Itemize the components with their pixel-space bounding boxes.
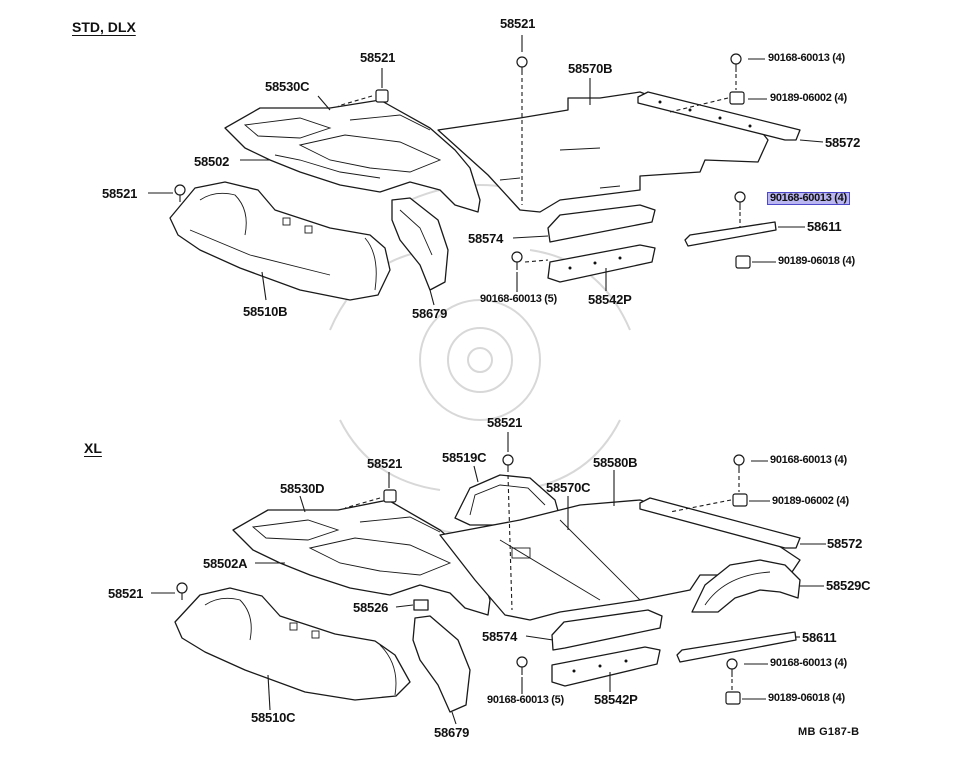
top-section-parts [148,35,824,306]
under-cover-58510B [169,181,391,301]
bracket-58611 [684,221,777,247]
part-label-58542P[interactable]: 58542P [588,292,632,307]
part-label-90168-60013[interactable]: 90168-60013 (4) [768,52,845,64]
part-label-90168-60013[interactable]: 90168-60013 (4) [770,657,847,669]
part-label-58580B[interactable]: 58580B [593,455,638,470]
part-label-58519C[interactable]: 58519C [442,450,487,465]
part-label-58510C[interactable]: 58510C [251,710,296,725]
part-label-90168-60013-highlighted[interactable]: 90168-60013 (4) [767,192,850,205]
under-cover-58510C [174,587,411,701]
leader-lines-bottom [151,432,826,725]
part-label-58542P[interactable]: 58542P [594,692,638,707]
part-label-58529C[interactable]: 58529C [826,578,871,593]
figure-code: MB G187-B [798,726,860,738]
splash-shield-58679 [391,197,449,291]
part-label-58679[interactable]: 58679 [434,725,470,740]
part-label-58572[interactable]: 58572 [827,536,863,551]
fastener-clip-icon [176,454,748,705]
section-title-std-dlx: STD, DLX [72,19,136,35]
leader-lines-top [148,35,824,306]
part-label-58521[interactable]: 58521 [500,16,536,31]
section-title-xl: XL [84,440,102,456]
bracket-58611 [676,631,797,663]
rear-floor-panel-58570B [437,91,769,213]
part-label-58611[interactable]: 58611 [802,630,837,645]
part-label-58510B[interactable]: 58510B [243,304,288,319]
part-label-58530C[interactable]: 58530C [265,79,310,94]
rear-rail-58572 [637,91,801,141]
front-floor-panel-58530D [232,499,491,616]
wheel-house-58529C [691,559,801,613]
part-label-58521[interactable]: 58521 [360,50,396,65]
part-label-90189-06002[interactable]: 90189-06002 (4) [770,92,847,104]
part-label-90189-06018[interactable]: 90189-06018 (4) [768,692,845,704]
plate-58542P [551,646,661,687]
part-label-58570C[interactable]: 58570C [546,480,591,495]
part-label-90168-60013[interactable]: 90168-60013 (4) [770,454,847,466]
part-label-58574[interactable]: 58574 [468,231,504,246]
reinforcement-58574 [551,609,663,651]
part-label-58521[interactable]: 58521 [108,586,144,601]
part-label-58572[interactable]: 58572 [825,135,861,150]
part-label-58521[interactable]: 58521 [487,415,523,430]
bracket-58526 [413,599,429,611]
part-label-90168-60013[interactable]: 90168-60013 (5) [487,694,564,706]
front-floor-panel-58530C [224,99,481,213]
fastener-clip-icon [174,53,751,270]
part-label-58570B[interactable]: 58570B [568,61,613,76]
part-label-58526[interactable]: 58526 [353,600,389,615]
splash-shield-58679 [412,615,471,713]
part-label-58521[interactable]: 58521 [102,186,138,201]
part-label-90168-60013[interactable]: 90168-60013 (5) [480,293,557,305]
reinforcement-58574 [547,204,656,243]
part-label-58679[interactable]: 58679 [412,306,448,321]
part-label-58521[interactable]: 58521 [367,456,403,471]
plate-58542P [547,244,656,283]
part-label-58574[interactable]: 58574 [482,629,518,644]
part-label-58530D[interactable]: 58530D [280,481,325,496]
bottom-section-parts [151,432,826,725]
part-label-90189-06018[interactable]: 90189-06018 (4) [778,255,855,267]
part-label-90189-06002[interactable]: 90189-06002 (4) [772,495,849,507]
part-label-58502[interactable]: 58502 [194,154,230,169]
part-label-58611[interactable]: 58611 [807,219,842,234]
part-label-58502A[interactable]: 58502A [203,556,248,571]
